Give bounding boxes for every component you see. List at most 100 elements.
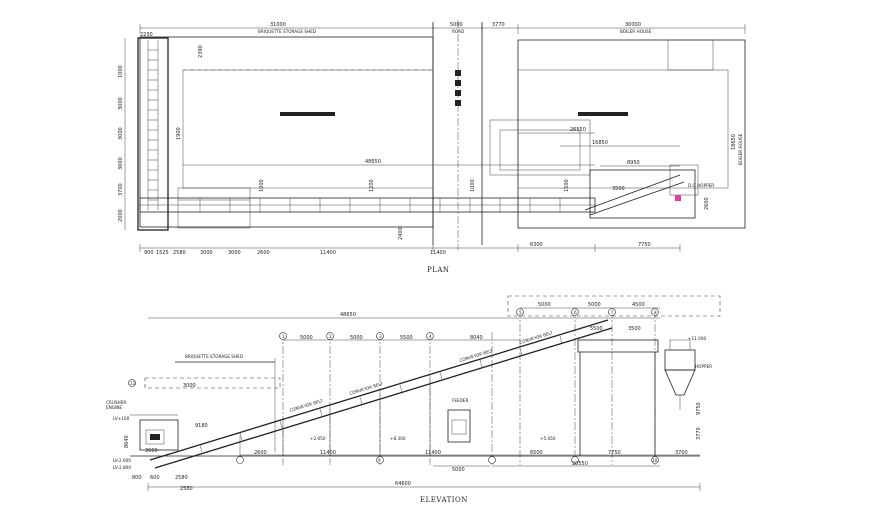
plan-dim-inner-14: 18650 xyxy=(731,134,737,150)
plan-dim-left-4: 3000 xyxy=(118,157,124,170)
plan-dim-bottom-3: 3000 xyxy=(200,250,213,256)
plan-dim-top-2: 5000 xyxy=(450,22,463,28)
plan-dim-inner-4: 16850 xyxy=(592,140,608,146)
grid-marker-3: 3 xyxy=(379,334,382,339)
plan-label-storage-shed: BRIQUETTE STORAGE SHED xyxy=(258,29,316,34)
plan-dim-bottom-7: 11400 xyxy=(430,250,446,256)
elev-label-crusher-1: CRUSHER xyxy=(106,400,126,405)
elev-dim-bottom-5: 3700 xyxy=(675,450,688,456)
elev-label-feeder: FEEDER xyxy=(452,398,469,403)
elev-belt-label-3: CONVEYOR BELT xyxy=(519,330,554,345)
elev-dim-side-0: 9180 xyxy=(195,423,208,429)
elev-label-lv8300: +8.300 xyxy=(390,436,406,441)
plan-dim-left-0: 2390 xyxy=(198,45,204,58)
plan-dim-left-6: 2000 xyxy=(118,209,124,222)
elev-dim-side-7: 2580 xyxy=(175,475,188,481)
plan-view: 31000 2230 5000 3770 30000 BRIQUETTE STO… xyxy=(118,20,746,274)
horizontal-conveyor-ticks xyxy=(199,198,561,212)
plan-dim-left-2: 3000 xyxy=(118,97,124,110)
elev-dim-bottom-1: 11400 xyxy=(320,450,336,456)
elev-dim-top-3: 5500 xyxy=(400,335,413,341)
elev-dim-top-4: 8040 xyxy=(470,335,483,341)
plan-dim-left-3: 3000 xyxy=(118,127,124,140)
elev-dim-bottom-9: 64600 xyxy=(395,481,411,487)
plan-dim-inner-3: 26550 xyxy=(570,127,586,133)
elev-dim-bottom-2: 11400 xyxy=(425,450,441,456)
elev-dim-top-2: 5000 xyxy=(350,335,363,341)
plan-dim-left-5: 3700 xyxy=(118,183,124,196)
grid-marker-6: 6 xyxy=(574,310,577,315)
elev-dim-top-0: 48650 xyxy=(340,312,356,318)
elev-dim-top-1: 5000 xyxy=(300,335,313,341)
plan-dim-inner-5: 8950 xyxy=(627,160,640,166)
hopper-marker xyxy=(675,195,681,201)
elev-label-lv100: LV+100 xyxy=(113,416,130,421)
elev-belt-label-0: CONVEYOR BELT xyxy=(289,398,324,413)
grid-marker-7: 7 xyxy=(611,310,614,315)
plan-dim-bottom-2: 2580 xyxy=(173,250,186,256)
elev-dim-side-5: 600 xyxy=(150,475,160,481)
elev-dim-bottom-3: 6500 xyxy=(530,450,543,456)
elev-label-hopper: HOPPER xyxy=(695,364,712,369)
plan-dim-bottom-6: 11400 xyxy=(320,250,336,256)
elev-dim-top-10: 3000 xyxy=(183,383,196,389)
plan-title: PLAN xyxy=(427,266,450,274)
grid-marker-10: 10 xyxy=(652,458,658,463)
elev-dim-side-1: 8640 xyxy=(124,435,130,448)
left-conveyor-rungs xyxy=(148,49,158,201)
plan-label-boiler-house-v: BOILER HOUSE xyxy=(738,133,743,165)
plan-dim-inner-15: 2600 xyxy=(704,197,710,210)
elev-label-storage-shed: BRIQUETTE STORAGE SHED xyxy=(185,354,243,359)
plan-dim-inner-11: 2400 xyxy=(398,227,404,240)
elevation-title: ELEVATION xyxy=(420,496,468,504)
grid-marker-1: 1 xyxy=(282,334,285,339)
elev-dim-top-5: 5000 xyxy=(538,302,551,308)
inclined-conveyor-rungs xyxy=(199,335,563,453)
plan-dim-inner-7: 1000 xyxy=(259,179,265,192)
plan-dim-bottom-4: 3000 xyxy=(228,250,241,256)
plan-dim-bottom-5: 2600 xyxy=(257,250,270,256)
elevation-view: 48650 5000 5000 5500 8040 5000 5000 4500… xyxy=(106,295,721,504)
elev-dim-top-8: 3500 xyxy=(628,326,641,332)
elev-label-lv5050: +5.050 xyxy=(540,436,556,441)
plan-dim-bottom-8: 6300 xyxy=(530,242,543,248)
plan-dim-top-1: 2230 xyxy=(140,32,153,38)
plan-dim-inner-9: 1500 xyxy=(564,179,570,192)
elev-dim-bottom-6: 5000 xyxy=(452,467,465,473)
grid-markers: 1 2 3 4 5 6 7 8 9 10 11 xyxy=(128,308,659,464)
plan-dim-inner-1: 1900 xyxy=(176,127,182,140)
elev-label-lvm2600: LV-2.600 xyxy=(113,458,131,463)
plan-dim-bottom-0: 900 xyxy=(144,250,154,256)
elev-label-lv11000: +11.000 xyxy=(688,336,706,341)
plan-dim-inner-6: 3500 xyxy=(612,186,625,192)
elev-dim-bottom-7: 20550 xyxy=(572,461,588,467)
plan-dim-inner-10: 1000 xyxy=(470,179,476,192)
plan-dim-top-3: 3770 xyxy=(492,22,505,28)
grid-marker-4: 4 xyxy=(429,334,432,339)
elev-label-lv2050: +2.050 xyxy=(310,436,326,441)
plan-label-hopper: D.G HOPPER xyxy=(688,183,714,188)
grid-marker-8: 8 xyxy=(654,310,657,315)
elev-dim-bottom-0: 2600 xyxy=(254,450,267,456)
elev-dim-top-7: 4500 xyxy=(632,302,645,308)
plan-dim-top-4: 30000 xyxy=(625,22,641,28)
plan-dim-inner-2: 48650 xyxy=(365,159,381,165)
plan-dim-bottom-1: 1525 xyxy=(156,250,169,256)
elev-dim-bottom-4: 7750 xyxy=(608,450,621,456)
elev-dim-side-2: 9750 xyxy=(696,402,702,415)
grid-marker-11: 11 xyxy=(130,381,136,386)
plan-label-boiler-house: BOILER HOUSE xyxy=(620,29,652,34)
plan-dim-top-0: 31000 xyxy=(270,22,286,28)
elev-dim-side-3: 3770 xyxy=(696,427,702,440)
elev-dim-top-9: 5500 xyxy=(590,326,603,332)
grid-marker-9: 9 xyxy=(378,458,381,463)
elev-label-crusher-2: ENGINE xyxy=(106,405,122,410)
plan-dim-inner-8: 1200 xyxy=(369,179,375,192)
plan-dim-bottom-9: 7750 xyxy=(638,242,651,248)
grid-marker-2: 2 xyxy=(329,334,332,339)
elev-dim-bottom-8: 2580 xyxy=(180,486,193,492)
grid-marker-5: 5 xyxy=(519,310,522,315)
elev-label-lvm2800: LV-2.800 xyxy=(113,465,131,470)
plan-dim-left-1: 1000 xyxy=(118,65,124,78)
